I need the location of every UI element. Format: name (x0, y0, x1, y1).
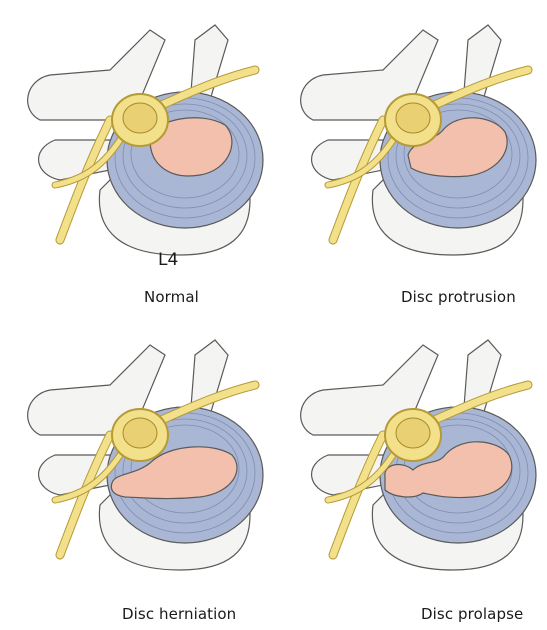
vertebra-illustration (273, 0, 546, 315)
caption-herniation: Disc herniation (122, 605, 236, 623)
spinal-cord (385, 409, 441, 461)
panel-normal: L4 Normal (0, 0, 273, 315)
level-label: L4 (158, 250, 178, 270)
panel-protrusion: Disc protrusion (273, 0, 546, 315)
spinal-cord (385, 94, 441, 146)
spinal-cord (112, 409, 168, 461)
caption-normal: Normal (144, 288, 199, 306)
spinal-cord (112, 94, 168, 146)
vertebra-illustration (273, 315, 546, 630)
panel-herniation: Disc herniation (0, 315, 273, 630)
caption-protrusion: Disc protrusion (401, 288, 516, 306)
vertebra-illustration (0, 315, 273, 630)
caption-prolapse: Disc prolapse (421, 605, 523, 623)
vertebra-illustration (0, 0, 273, 315)
panel-prolapse: Disc prolapse (273, 315, 546, 630)
